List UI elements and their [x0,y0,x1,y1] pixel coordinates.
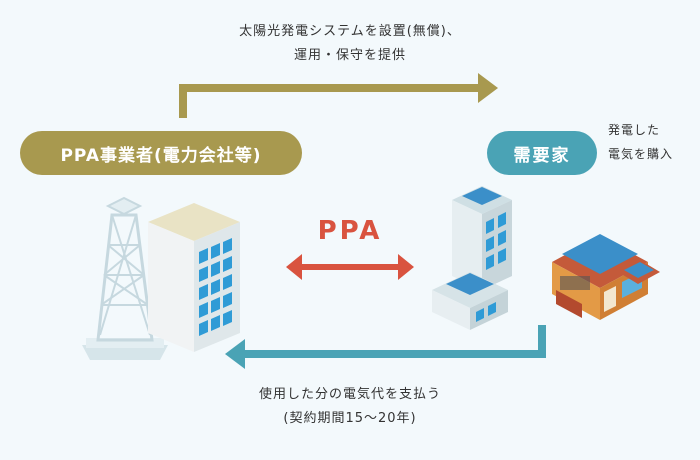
consumer-note-line1: 発電した [608,123,661,137]
ppa-double-arrow [286,254,414,280]
house-icon [552,234,660,320]
top-caption-line2: 運用・保守を提供 [293,48,406,63]
transmission-tower-icon [82,196,168,360]
ppa-provider-pill: PPA事業者(電力会社等) [20,131,302,175]
factory-building-icon [432,186,512,330]
ppa-contract-label: PPA [317,216,383,246]
consumer-note-line2: 電気を購入 [608,147,674,161]
office-building-icon [148,203,240,352]
consumer-pill: 需要家 [487,131,597,175]
bottom-caption-line1: 使用した分の電気代を支払う [258,387,441,402]
ppa-provider-label: PPA事業者(電力会社等) [60,145,262,166]
top-caption: 太陽光発電システムを設置(無償)、 運用・保守を提供 [170,20,530,68]
bottom-caption: 使用した分の電気代を支払う (契約期間15〜20年) [180,383,520,431]
consumer-label: 需要家 [513,145,571,166]
bottom-caption-line2: (契約期間15〜20年) [283,411,417,426]
payment-arrow [225,325,546,369]
service-arrow [179,73,498,118]
consumer-note: 発電した 電気を購入 [608,118,688,166]
top-caption-line1: 太陽光発電システムを設置(無償)、 [239,24,461,39]
